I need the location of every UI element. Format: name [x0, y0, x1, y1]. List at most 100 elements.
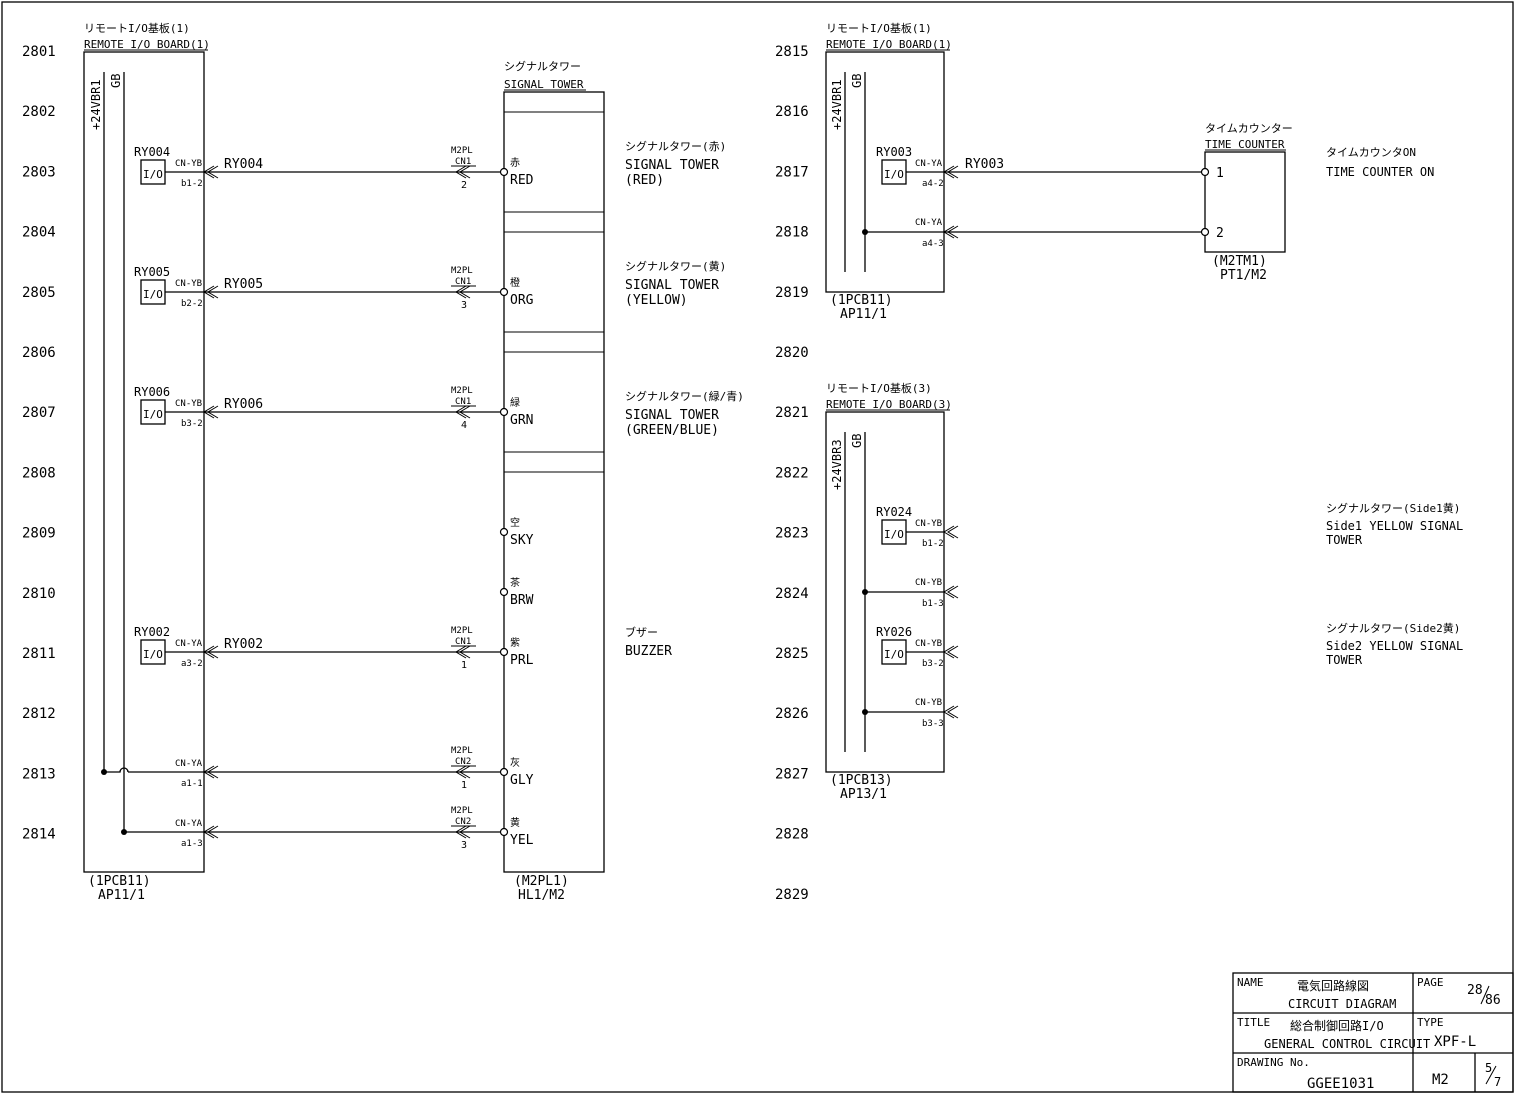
relay-symbol-text: I/O	[143, 168, 163, 181]
terminal-color-en: PRL	[510, 653, 534, 668]
signal-description: シグナルタワー(緑/青)SIGNAL TOWER(GREEN/BLUE)	[625, 389, 744, 438]
relay-pin: b1-2	[181, 179, 203, 189]
board3-power-row-1-cn: CN-YB	[915, 578, 942, 588]
relay-symbol-text: I/O	[143, 648, 163, 661]
terminal-circle	[499, 527, 509, 537]
terminal-color-jp: 緑	[510, 396, 520, 409]
fraction-slash	[1480, 985, 1490, 1005]
title-block-name-en: CIRCUIT DIAGRAM	[1288, 997, 1396, 1011]
line-number: 2803	[22, 164, 56, 180]
relay-name: RY004	[134, 145, 170, 159]
board1-rail-24v-label: +24VBR1	[89, 79, 103, 130]
relay-connector: CN-YB	[175, 159, 202, 169]
relay-name: RY006	[134, 385, 170, 399]
title-block-type-label: TYPE	[1417, 1016, 1444, 1029]
board1r-ref2: AP11/1	[840, 307, 887, 322]
title-block-name-label: NAME	[1237, 976, 1264, 989]
line-numbers-right: 2815281628172818281928202821282228232824…	[775, 44, 809, 903]
title-block-drawing-value: GGEE1031	[1307, 1076, 1374, 1092]
plug-connector: CN2	[455, 757, 471, 767]
relay-ry026-pin: b3-2	[922, 659, 944, 669]
wire-label: RY002	[224, 637, 263, 652]
title-block-page-total: 86	[1485, 993, 1501, 1008]
time-counter-desc-en: TIME COUNTER ON	[1326, 165, 1434, 179]
signal-description: シグナルタワー(黄)SIGNAL TOWER(YELLOW)	[625, 259, 726, 308]
wire-ry003-label: RY003	[965, 157, 1004, 172]
terminal-color-jp: 赤	[510, 157, 520, 169]
terminal-color-en: GRN	[510, 413, 533, 428]
description-jp: シグナルタワー(緑/青)	[625, 389, 744, 403]
board1r-title-en: REMOTE I/O BOARD(1)	[826, 38, 952, 51]
description-jp: シグナルタワー(黄)	[625, 259, 726, 273]
wire-label: RY004	[224, 157, 263, 172]
plug-pin: 1	[461, 660, 467, 671]
line-number: 2824	[775, 586, 809, 602]
plug-connector: CN1	[455, 637, 471, 647]
plug-name: M2PL	[451, 146, 473, 156]
connector-arrow	[455, 825, 471, 839]
line-number: 2814	[22, 827, 56, 843]
terminal-circle	[499, 407, 509, 417]
relay-connector: CN-YA	[175, 819, 203, 829]
connector-arrow	[455, 285, 471, 299]
terminal-color-jp: 茶	[510, 576, 520, 589]
description-en: BUZZER	[625, 644, 672, 659]
plug-pin: 2	[461, 180, 467, 191]
line-number: 2815	[775, 44, 809, 60]
relay-pin: b2-2	[181, 299, 203, 309]
time-counter-box	[1204, 151, 1286, 253]
relay-ry024-name: RY024	[876, 505, 912, 519]
terminal-color-en: SKY	[510, 533, 534, 548]
relay-connector: CN-YA	[175, 759, 203, 769]
plug-connector: CN1	[455, 157, 471, 167]
signal-tower: シグナルタワー SIGNAL TOWER (M2PL1) HL1/M2	[503, 59, 605, 903]
plug-name: M2PL	[451, 266, 473, 276]
line-number: 2817	[775, 164, 809, 180]
board3-ref1: (1PCB13)	[830, 773, 893, 788]
relay-name: RY002	[134, 625, 170, 639]
plug-pin: 3	[461, 840, 467, 851]
line-number: 2820	[775, 345, 809, 361]
plug-pin: 3	[461, 300, 467, 311]
board3-title-en: REMOTE I/O BOARD(3)	[826, 398, 952, 411]
title-block-frame	[1232, 972, 1514, 1093]
connector-arrow	[455, 645, 471, 659]
line-number: 2804	[22, 225, 56, 241]
time-counter-pin1: 1	[1216, 166, 1224, 181]
board1r-title-jp: リモートI/O基板(1)	[826, 21, 932, 35]
terminal-color-en: RED	[510, 173, 534, 188]
board3-power-row-2-pin: b3-3	[922, 719, 944, 729]
terminal-color-jp: 橙	[510, 276, 520, 289]
relay-pin: a1-3	[181, 839, 203, 849]
terminal-prl: 紫 PRL	[499, 637, 534, 668]
title-block-title-jp: 総合制御回路I/O	[1290, 1018, 1384, 1033]
title-block-type-value: XPF-L	[1434, 1034, 1476, 1050]
board1r-rail-gb-label: GB	[850, 74, 864, 88]
board3-desc2-en1: Side2 YELLOW SIGNAL	[1326, 639, 1463, 653]
board3-desc1-jp: シグナルタワー(Side1黄)	[1326, 501, 1460, 515]
line-number: 2828	[775, 827, 809, 843]
board3-power-row-2-cn: CN-YB	[915, 698, 942, 708]
terminal-color-jp: 紫	[510, 637, 520, 649]
relay-ry024-pin: b1-2	[922, 539, 944, 549]
signal-tower-title-en: SIGNAL TOWER	[504, 78, 584, 91]
line-number: 2821	[775, 405, 809, 421]
line-number: 2819	[775, 285, 809, 301]
time-counter-title-jp: タイムカウンター	[1205, 122, 1293, 135]
terminal-color-en: GLY	[510, 773, 534, 788]
terminal-grn: 緑 GRN	[499, 396, 533, 428]
connector-arrow	[455, 165, 471, 179]
terminal-circle	[499, 167, 509, 177]
signal-tower-ref1: (M2PL1)	[514, 874, 569, 889]
title-block-sheet-total: 7	[1494, 1075, 1501, 1089]
board1r-rail-24v-label: +24VBR1	[830, 79, 844, 130]
relay-symbol-text: I/O	[143, 408, 163, 421]
board1r-ref1: (1PCB11)	[830, 293, 893, 308]
connector-arrow	[455, 405, 471, 419]
board3-desc1-en1: Side1 YELLOW SIGNAL	[1326, 519, 1463, 533]
terminal-circle	[499, 827, 509, 837]
connector-arrow	[203, 765, 219, 779]
signal-tower-ref2: HL1/M2	[518, 888, 565, 903]
